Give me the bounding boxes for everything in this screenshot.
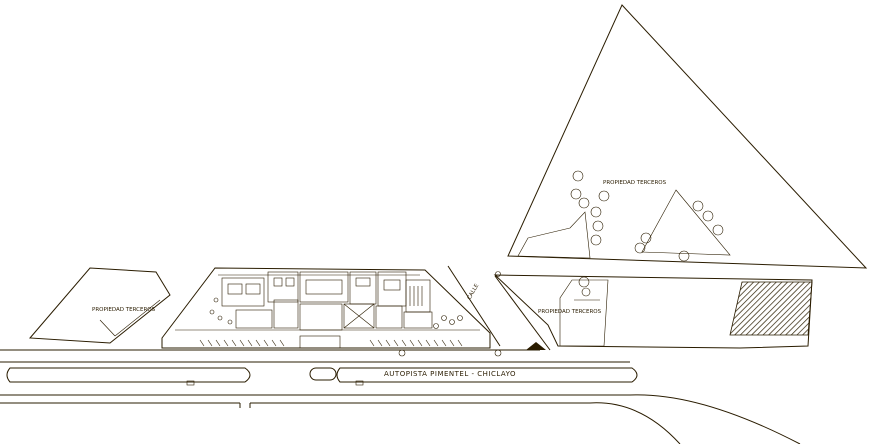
parking-right bbox=[369, 339, 463, 347]
tree-cluster bbox=[570, 170, 724, 262]
property-triangle: PROPIEDAD TERCEROS bbox=[507, 4, 868, 269]
property-triangle-label: PROPIEDAD TERCEROS bbox=[603, 180, 667, 186]
parking-left bbox=[199, 339, 285, 347]
property-right: PROPIEDAD TERCEROS bbox=[493, 271, 813, 349]
highway-label: AUTOPISTA PIMENTEL - CHICLAYO bbox=[384, 370, 516, 378]
north-arrow-icon bbox=[526, 342, 546, 350]
property-left: PROPIEDAD TERCEROS bbox=[28, 267, 171, 344]
main-building bbox=[161, 267, 502, 357]
side-street-label: CALLE bbox=[467, 283, 481, 301]
highway bbox=[0, 349, 801, 444]
property-left-label: PROPIEDAD TERCEROS bbox=[92, 307, 156, 313]
property-right-label: PROPIEDAD TERCEROS bbox=[538, 309, 602, 315]
